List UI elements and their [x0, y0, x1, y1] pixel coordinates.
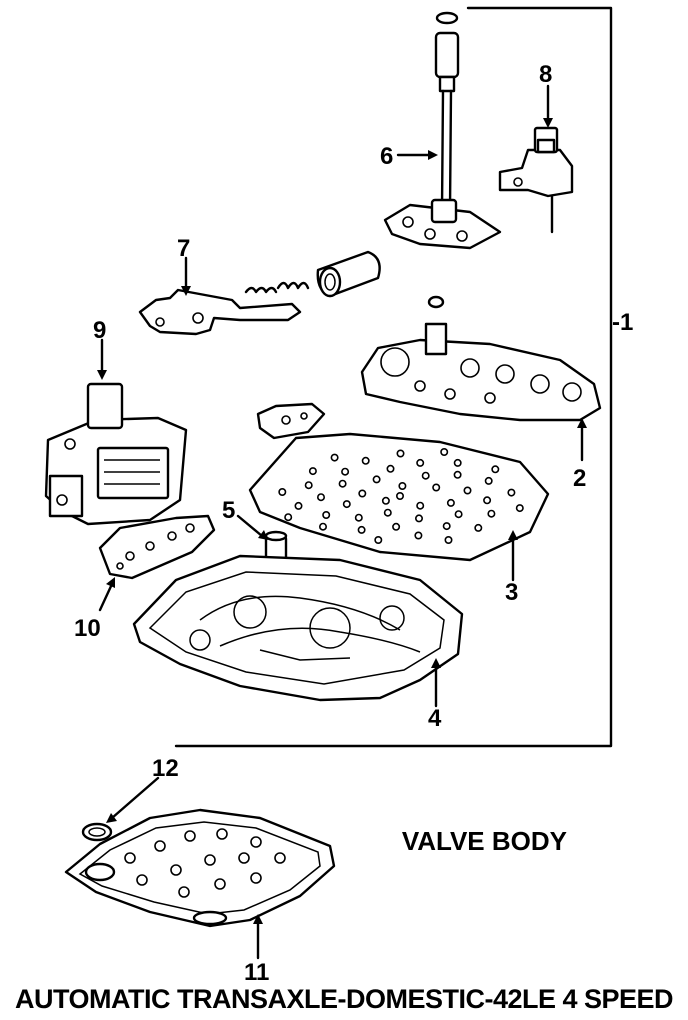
filter-hole — [170, 864, 182, 876]
plate-hole — [354, 513, 363, 522]
filter-hole — [216, 828, 228, 840]
plate-hole — [294, 501, 303, 510]
diagram-footer: AUTOMATIC TRANSAXLE-DOMESTIC-42LE 4 SPEE… — [14, 984, 674, 1014]
filter-hole — [184, 830, 196, 842]
plate-hole — [444, 535, 453, 544]
part-4-lower-body — [132, 554, 464, 702]
small-retainer — [256, 402, 326, 440]
plate-hole — [322, 510, 331, 519]
part-7-bracket — [138, 250, 381, 336]
part-9-solenoid — [44, 382, 188, 526]
plate-hole — [278, 487, 287, 496]
plate-hole — [463, 486, 472, 495]
plate-hole — [386, 464, 395, 473]
plate-hole — [396, 449, 405, 458]
filter-hole — [124, 852, 136, 864]
leader-lines — [97, 84, 587, 960]
callout-7: 7 — [177, 235, 190, 262]
plate-hole — [338, 479, 347, 488]
part-2-valve-body — [360, 295, 602, 422]
plate-hole — [372, 475, 381, 484]
filter-hole — [178, 886, 190, 898]
callout-8: 8 — [539, 61, 552, 88]
plate-hole — [440, 447, 449, 456]
plate-hole — [416, 458, 425, 467]
callout-10: 10 — [74, 615, 101, 642]
filter-hole — [154, 840, 166, 852]
assembly-bracket — [174, 6, 613, 748]
filter-hole — [136, 874, 148, 886]
callout-1: -1 — [612, 309, 633, 336]
callout-6: 6 — [380, 143, 393, 170]
diagram-title-text: VALVE BODY — [401, 826, 567, 856]
plate-hole — [304, 481, 313, 490]
plate-hole — [484, 476, 493, 485]
plate-hole — [442, 522, 451, 531]
callout-labels: -1 2 3 4 5 6 7 8 9 10 11 12 — [74, 61, 633, 986]
plate-hole — [474, 523, 483, 532]
filter-hole — [250, 836, 262, 848]
plate-hole — [421, 471, 430, 480]
callout-4: 4 — [428, 705, 442, 732]
callout-2: 2 — [573, 465, 586, 492]
plate-hole — [454, 510, 463, 519]
plate-hole — [446, 498, 455, 507]
part-3-separator-plate — [248, 432, 550, 562]
plate-hole — [432, 483, 441, 492]
plate-hole — [392, 522, 401, 531]
diagram-title: VALVE BODY — [0, 826, 688, 857]
plate-hole — [330, 453, 339, 462]
part-12-o-ring — [81, 822, 113, 842]
callout-12: 12 — [152, 755, 179, 782]
filter-hole — [214, 878, 226, 890]
part-6-shaft — [383, 11, 502, 250]
plate-hole — [414, 514, 423, 523]
part-10-plate — [98, 514, 216, 580]
plate-hole — [515, 504, 524, 513]
plate-hole — [316, 493, 325, 502]
filter-hole — [274, 852, 286, 864]
part-11-filter — [64, 808, 336, 928]
plate-hole — [381, 496, 390, 505]
plate-hole — [358, 489, 367, 498]
plate-hole — [453, 470, 462, 479]
plate-hole — [395, 491, 404, 500]
plate-hole — [357, 525, 366, 534]
plate-hole — [507, 488, 516, 497]
plate-hole — [398, 481, 407, 490]
plate-hole — [414, 531, 423, 540]
callout-5: 5 — [222, 497, 235, 524]
filter-hole — [204, 854, 216, 866]
plate-hole — [341, 467, 350, 476]
plate-hole — [491, 465, 500, 474]
part-8-sensor — [498, 126, 574, 234]
plate-hole — [383, 508, 392, 517]
callout-9: 9 — [93, 317, 106, 344]
callout-11: 11 — [244, 959, 269, 986]
filter-hole — [250, 872, 262, 884]
plate-hole — [487, 509, 496, 518]
callout-3: 3 — [505, 579, 518, 606]
plate-hole — [416, 501, 425, 510]
plate-hole — [342, 500, 351, 509]
plate-hole — [374, 535, 383, 544]
plate-hole — [483, 496, 492, 505]
plate-hole — [361, 456, 370, 465]
filter-hole — [238, 852, 250, 864]
plate-hole — [284, 513, 293, 522]
plate-hole — [308, 467, 317, 476]
plate-hole — [318, 522, 327, 531]
plate-hole — [453, 458, 462, 467]
